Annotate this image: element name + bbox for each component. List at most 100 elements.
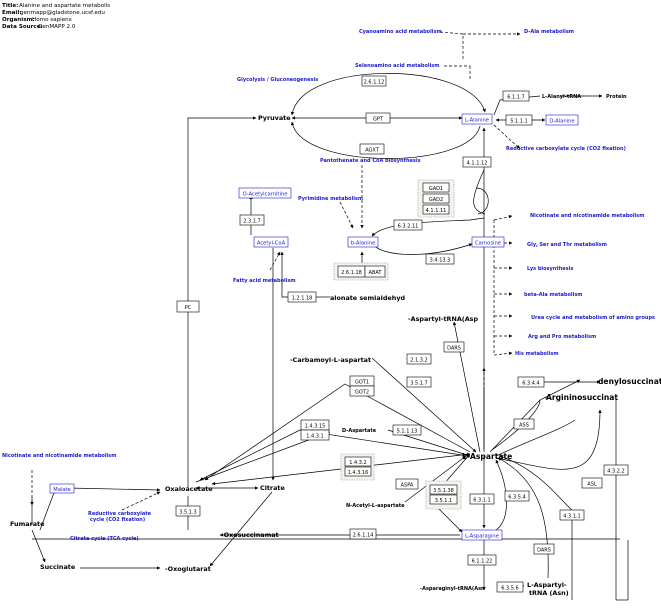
metabolite-l-alanine[interactable]: L-Alanine bbox=[461, 113, 493, 125]
enzyme-1-4-3-16[interactable]: 1.4.3.16 bbox=[344, 466, 372, 477]
email-value: genmapp@gladstone.ucsf.edu bbox=[20, 10, 105, 16]
svg-text:b-Alanine: b-Alanine bbox=[351, 241, 375, 247]
pathway-arg-pro[interactable]: Arg and Pro metabolism bbox=[528, 334, 596, 340]
pathway-beta-ala[interactable]: beta-Ala metabolism bbox=[524, 292, 583, 298]
metabolite-l-aspartate[interactable]: L-Aspartate bbox=[462, 452, 512, 461]
enzyme-abat[interactable]: ABAT bbox=[364, 265, 386, 278]
enzyme-6-3-5-4[interactable]: 6.3.5.4 bbox=[504, 490, 530, 502]
title-label: Title: bbox=[2, 3, 18, 9]
enzyme-got2[interactable]: GOT2 bbox=[349, 385, 375, 397]
pathway-cyanoamino[interactable]: Cyanoamino acid metabolism bbox=[359, 29, 442, 35]
enzyme-3-5-1-3[interactable]: 3.5.1.3 bbox=[175, 505, 201, 517]
svg-text:2.6.1.14: 2.6.1.14 bbox=[353, 533, 374, 539]
enzyme-3-5-1-7[interactable]: 3.5.1.7 bbox=[406, 376, 432, 388]
svg-text:4.1.1.12: 4.1.1.12 bbox=[467, 161, 488, 167]
enzyme-6-3-1-1[interactable]: 6.3.1.1 bbox=[469, 493, 495, 505]
metabolite-d-aspartate[interactable]: D-Aspartate bbox=[342, 428, 377, 434]
enzyme-1-4-3-15[interactable]: 1.4.3.15 bbox=[300, 419, 330, 431]
pathway-pyrimidine[interactable]: Pyrimidine metabolism bbox=[298, 196, 363, 202]
pathway-d-ala[interactable]: D-Ala metabolism bbox=[524, 29, 574, 35]
metabolite-l-alanyl-trna[interactable]: L-Alanyl-tRNA bbox=[542, 94, 581, 100]
metabolite-citrate[interactable]: Citrate bbox=[260, 484, 285, 492]
metabolite-d-alanine[interactable]: D-Alanine bbox=[545, 114, 579, 126]
enzyme-6-1-1-22[interactable]: 6.1.1.22 bbox=[467, 554, 497, 566]
pathway-nicotinate-left[interactable]: Nicotinate and nicotinamide metabolism bbox=[2, 453, 116, 459]
svg-text:6.3.5.4: 6.3.5.4 bbox=[508, 495, 526, 501]
metabolite-aspartyl-trna-asn-line2[interactable]: tRNA (Asn) bbox=[529, 589, 569, 597]
enzyme-2-6-1-14[interactable]: 2.6.1.14 bbox=[349, 528, 377, 540]
pathway-pantothenate[interactable]: Pantothenate and CoA biosynthesis bbox=[320, 158, 421, 164]
pathway-reductive-bottom-line2[interactable]: cycle (CO2 fixation) bbox=[90, 517, 145, 523]
pathway-urea[interactable]: Urea cycle and metabolism of amino group… bbox=[531, 315, 655, 321]
enzyme-4-1-1-11[interactable]: 4.1.1.11 bbox=[422, 204, 450, 215]
metabolite-malonate-semialdehyde[interactable]: alonate semialdehyd bbox=[330, 294, 405, 302]
metabolite-asparaginyl-trna[interactable]: -Asparaginyl-tRNA(Asn bbox=[420, 586, 485, 592]
enzyme-gad2[interactable]: GAD2 bbox=[422, 193, 450, 204]
enzyme-1-4-3-1[interactable]: 1.4.3.1 bbox=[300, 429, 330, 441]
enzyme-4-3-1-1[interactable]: 4.3.1.1 bbox=[559, 509, 585, 521]
metabolite-oxaloacetate[interactable]: Oxaloacetate bbox=[165, 485, 213, 493]
svg-text:4.3.1.1: 4.3.1.1 bbox=[563, 514, 581, 520]
enzyme-dars-top[interactable]: DARS bbox=[443, 341, 465, 353]
metabolite-carbamoyl-aspartate[interactable]: -Carbamoyl-L-aspartat bbox=[290, 356, 371, 364]
enzyme-asl[interactable]: ASL bbox=[581, 477, 603, 489]
enzyme-3-4-13-3[interactable]: 3.4.13.3 bbox=[425, 253, 455, 265]
pathway-reductive-top[interactable]: Reductive carboxylate cycle (CO2 fixatio… bbox=[506, 146, 626, 152]
metabolite-pyruvate[interactable]: Pyruvate bbox=[258, 114, 291, 122]
svg-text:Acetyl-CoA: Acetyl-CoA bbox=[257, 241, 286, 247]
metabolite-protein[interactable]: Protein bbox=[606, 94, 627, 100]
enzyme-2-3-1-7[interactable]: 2.3.1.7 bbox=[239, 214, 265, 226]
enzyme-4-1-1-12[interactable]: 4.1.1.12 bbox=[462, 156, 492, 168]
metabolite-argininosuccinate[interactable]: Argininosuccinat bbox=[546, 393, 618, 402]
enzyme-2-6-1-18[interactable]: 2.6.1.18 bbox=[337, 265, 366, 278]
metabolite-o-acetylcarnitine[interactable]: O-Acetylcarnitine bbox=[238, 187, 292, 199]
enzyme-5-1-1-1[interactable]: 5.1.1.1 bbox=[505, 114, 533, 126]
pathway-nicotinate-right[interactable]: Nicotinate and nicotinamide metabolism bbox=[530, 213, 644, 219]
enzyme-gpt[interactable]: GPT bbox=[365, 112, 391, 124]
enzyme-1-2-1-18[interactable]: 1.2.1.18 bbox=[287, 291, 317, 303]
metabolite-oxosuccinamate[interactable]: -Oxosuccinamat bbox=[221, 531, 279, 539]
pathway-fatty-acid[interactable]: Fatty acid metabolism bbox=[233, 278, 296, 284]
enzyme-4-3-2-2[interactable]: 4.3.2.2 bbox=[603, 464, 629, 476]
metabolite-acetyl-coa[interactable]: Acetyl-CoA bbox=[253, 236, 289, 248]
metabolite-fumarate[interactable]: Fumarate bbox=[10, 520, 45, 528]
pathway-citrate-cycle[interactable]: Citrate cycle (TCA cycle) bbox=[70, 536, 139, 542]
enzyme-got1[interactable]: GOT1 bbox=[349, 375, 375, 387]
metabolite-succinate[interactable]: Succinate bbox=[40, 563, 76, 571]
enzyme-aspa[interactable]: ASPA bbox=[395, 478, 419, 490]
pathway-reductive-bottom-line1[interactable]: Reductive carboxylate bbox=[88, 511, 152, 517]
metabolite-malate[interactable]: Malate bbox=[49, 483, 75, 494]
metabolite-n-acetyl-aspartate[interactable]: N-Acetyl-L-aspartate bbox=[346, 503, 405, 509]
metabolite-carnosine[interactable]: Carnosine bbox=[471, 236, 505, 248]
enzyme-6-3-4-4[interactable]: 6.3.4.4 bbox=[517, 376, 545, 388]
metabolite-adenylosuccinate[interactable]: denylosuccinat bbox=[598, 377, 661, 386]
enzyme-pc[interactable]: PC bbox=[176, 300, 200, 313]
enzyme-1-4-3-2[interactable]: 1.4.3.2 bbox=[344, 456, 372, 467]
metabolite-aspartyl-trna-asp[interactable]: -Aspartyl-tRNA(Asp bbox=[408, 315, 478, 323]
svg-text:GAD1: GAD1 bbox=[429, 186, 443, 192]
metabolite-aspartyl-trna-asn-line1[interactable]: L-Aspartyl- bbox=[527, 581, 567, 589]
enzyme-gad1[interactable]: GAD1 bbox=[422, 182, 450, 193]
enzyme-3-5-1-1[interactable]: 3.5.1.1 bbox=[429, 494, 458, 505]
pathway-selenoamino[interactable]: Selenoamino acid metabolism bbox=[355, 63, 440, 69]
enzyme-2-1-3-2[interactable]: 2.1.3.2 bbox=[406, 353, 432, 365]
svg-text:DARS: DARS bbox=[447, 346, 461, 352]
enzyme-6-3-2-11[interactable]: 6.3.2.11 bbox=[393, 219, 423, 231]
pathway-his[interactable]: His metabolism bbox=[515, 351, 559, 357]
enzyme-agxt[interactable]: AGXT bbox=[359, 143, 385, 155]
enzyme-dars-bottom[interactable]: DARS bbox=[533, 543, 555, 555]
metabolite-l-asparagine[interactable]: L-Asparagine bbox=[461, 529, 503, 541]
pathway-lys[interactable]: Lys biosynthesis bbox=[527, 266, 573, 272]
enzyme-5-1-1-13[interactable]: 5.1.1.13 bbox=[392, 424, 422, 436]
enzyme-6-1-1-7[interactable]: 6.1.1.7 bbox=[502, 90, 530, 102]
enzyme-2-6-1-12[interactable]: 2.6.1.12 bbox=[361, 75, 387, 87]
pathway-glycolysis[interactable]: Glycolysis / Gluconeogenesis bbox=[237, 77, 318, 83]
svg-text:GAD2: GAD2 bbox=[429, 197, 443, 203]
enzyme-3-5-1-38[interactable]: 3.5.1.38 bbox=[429, 484, 458, 495]
metabolite-b-alanine[interactable]: b-Alanine bbox=[347, 236, 379, 248]
pathway-gly-ser-thr[interactable]: Gly, Ser and Thr metabolism bbox=[527, 242, 607, 248]
enzyme-ass[interactable]: ASS bbox=[513, 418, 535, 430]
svg-text:4.1.1.11: 4.1.1.11 bbox=[426, 208, 447, 214]
metabolite-oxoglutarate[interactable]: -Oxoglutarat bbox=[165, 565, 211, 573]
enzyme-6-3-5-6[interactable]: 6.3.5.6 bbox=[496, 581, 524, 593]
